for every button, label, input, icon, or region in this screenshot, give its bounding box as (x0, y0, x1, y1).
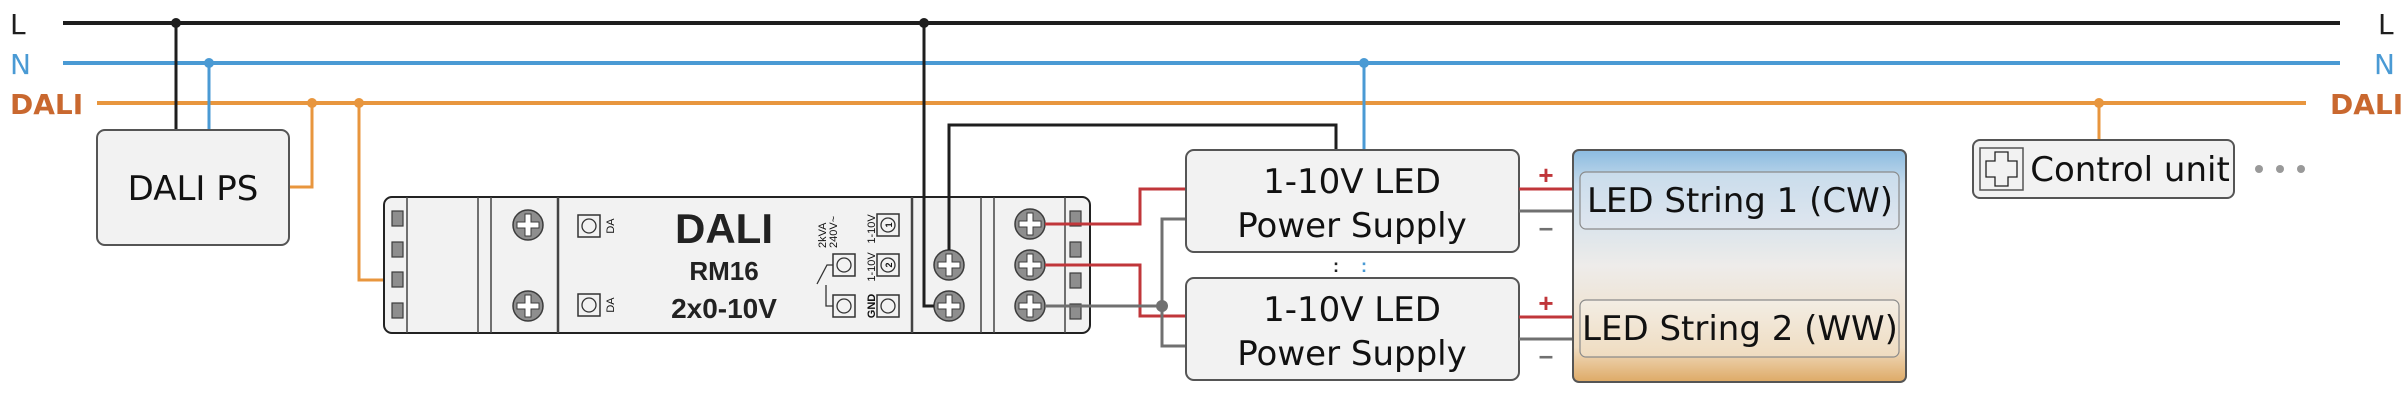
bus-label-l: L (10, 8, 26, 41)
junction-dot (1359, 58, 1369, 68)
dali-ps-box: DALI PS (96, 129, 290, 246)
psu-2: 1-10V LED Power Supply (1185, 277, 1520, 381)
led-string-1-label: LED String 1 (CW) (1587, 181, 1893, 221)
led-panel: LED String 1 (CW) LED String 2 (WW) (1572, 149, 1907, 383)
junction-dot (919, 18, 929, 28)
out2-num: 2 (884, 262, 894, 267)
polarity-minus-1: – (1539, 212, 1553, 242)
rm16-module: DA DA DALI RM16 2x0-10V 2kVA 240V~ 1-10V… (383, 196, 1091, 334)
polarity-plus-2: + (1538, 288, 1553, 318)
wire-switched-l-psu (947, 123, 1338, 250)
wire-dali-module (357, 103, 386, 282)
wire-l-module (922, 23, 934, 308)
out2-label: 1-10V (866, 252, 878, 282)
terminal-da-2: DA (605, 297, 617, 313)
psu-2-line2: Power Supply (1237, 334, 1466, 374)
module-brand: DALI (675, 205, 773, 252)
polarity-minus-2: – (1539, 340, 1553, 370)
out1-label: 1-10V (866, 214, 878, 244)
cross-icon (1979, 147, 2024, 191)
control-unit: Control unit (1972, 139, 2235, 199)
junction-dot (1156, 300, 1168, 312)
wire-dali-ps-bus (289, 103, 314, 189)
bus-label-n: N (10, 48, 31, 81)
bus-label-l-right: L (2378, 8, 2394, 41)
continuation-n: : (1361, 256, 1367, 276)
wire-ctrl-gnd-bus (1160, 217, 1186, 348)
module-model: RM16 (689, 256, 758, 286)
junction-dot (307, 98, 317, 108)
module-rating-1: 2kVA (817, 222, 829, 248)
bus-label-dali-right: DALI (2330, 88, 2403, 121)
terminal-da-1: DA (605, 218, 617, 234)
psu-1-line1: 1-10V LED (1263, 162, 1441, 202)
bus-label-n-right: N (2374, 48, 2395, 81)
continuation-l: : (1333, 256, 1339, 276)
led-string-2-label: LED String 2 (WW) (1582, 309, 1898, 349)
module-variant: 2x0-10V (671, 293, 777, 324)
control-unit-label: Control unit (2030, 150, 2230, 190)
out1-num: 1 (884, 222, 894, 227)
polarity-plus-1: + (1538, 160, 1553, 190)
psu-2-line1: 1-10V LED (1263, 290, 1441, 330)
gnd-label: GND (866, 294, 878, 319)
junction-dot (171, 18, 181, 28)
led-string-2 (1579, 299, 1900, 358)
junction-dot (2094, 98, 2104, 108)
junction-dot (354, 98, 364, 108)
led-string-1 (1579, 171, 1900, 230)
junction-dot (204, 58, 214, 68)
psu-1-line2: Power Supply (1237, 206, 1466, 246)
psu-1: 1-10V LED Power Supply (1185, 149, 1520, 253)
more-devices-ellipsis (2255, 165, 2305, 173)
bus-label-dali: DALI (10, 88, 83, 121)
dali-ps-label: DALI PS (128, 169, 259, 209)
wire-ctrl1-positive (1045, 187, 1186, 226)
module-rating-2: 240V~ (828, 216, 840, 248)
